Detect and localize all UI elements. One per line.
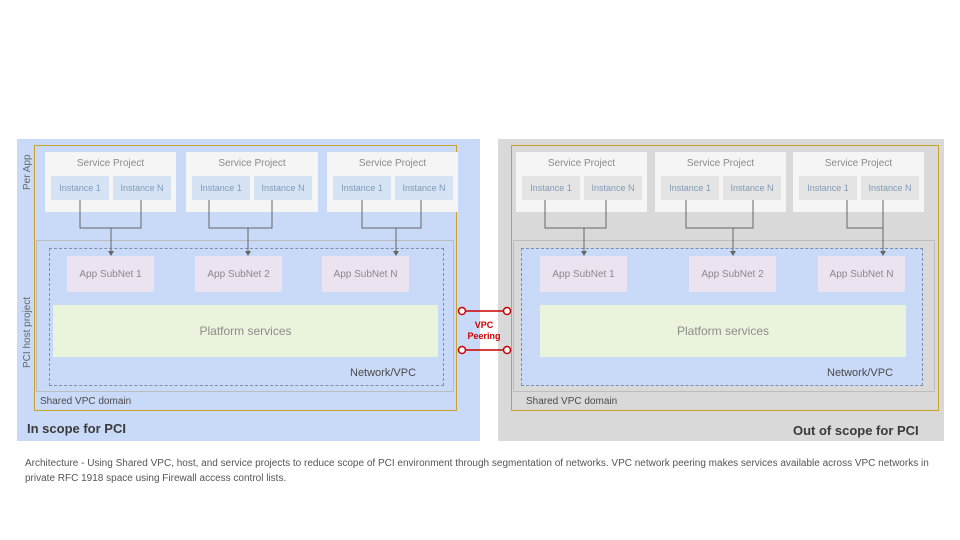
instance-1: Instance 1 xyxy=(192,176,250,200)
network-vpc-label-right: Network/VPC xyxy=(827,367,894,379)
network-vpc-label-left: Network/VPC xyxy=(350,367,417,379)
arrowhead xyxy=(108,251,114,256)
app-subnet-n-right: App SubNet N xyxy=(818,256,905,292)
service-project-left-2: Service Project Instance 1 Instance N xyxy=(186,152,318,212)
app-subnet-1-left: App SubNet 1 xyxy=(67,256,154,292)
service-project-title: Service Project xyxy=(686,158,755,169)
vpc-peering-line1: VPC xyxy=(474,320,494,330)
arrowhead xyxy=(393,251,399,256)
app-subnet-n-left: App SubNet N xyxy=(322,256,409,292)
peering-endpoint xyxy=(502,306,512,316)
network-vpc-left xyxy=(49,248,444,386)
instance-n: Instance N xyxy=(254,176,312,200)
peering-endpoint xyxy=(457,306,467,316)
shared-vpc-domain-label-right: Shared VPC domain xyxy=(526,396,618,407)
diagram-caption: Architecture - Using Shared VPC, host, a… xyxy=(25,458,929,484)
instance-n: Instance N xyxy=(395,176,453,200)
app-subnet-2-left: App SubNet 2 xyxy=(195,256,282,292)
instance-n: Instance N xyxy=(113,176,171,200)
instance-1: Instance 1 xyxy=(661,176,719,200)
arrowhead xyxy=(581,251,587,256)
service-project-title: Service Project xyxy=(218,158,286,169)
connector xyxy=(361,200,422,229)
host-project-box-left xyxy=(36,240,454,392)
app-subnet-2-right: App SubNet 2 xyxy=(689,256,776,292)
out-of-scope-label: Out of scope for PCI xyxy=(793,423,919,438)
instance-n: Instance N xyxy=(861,176,919,200)
instance-n: Instance N xyxy=(584,176,642,200)
service-project-left-1: Service Project Instance 1 Instance N xyxy=(45,152,176,212)
in-scope-label: In scope for PCI xyxy=(27,421,126,436)
instance-1: Instance 1 xyxy=(51,176,109,200)
peering-endpoint xyxy=(457,345,467,355)
app-subnet-1-right: App SubNet 1 xyxy=(540,256,627,292)
service-project-left-3: Service Project Instance 1 Instance N xyxy=(327,152,458,212)
arrowhead xyxy=(245,251,251,256)
service-project-right-1: Service Project Instance 1 Instance N xyxy=(516,152,647,212)
host-project-box-right xyxy=(513,240,935,392)
instance-n: Instance N xyxy=(723,176,781,200)
vpc-peering-label: VPC Peering xyxy=(459,320,509,342)
service-project-title: Service Project xyxy=(824,158,893,169)
service-project-title: Service Project xyxy=(547,158,616,169)
peering-endpoint xyxy=(502,345,512,355)
platform-services-right: Platform services xyxy=(540,305,906,357)
connector xyxy=(685,200,754,229)
shared-vpc-domain-label-left: Shared VPC domain xyxy=(40,396,132,407)
shared-vpc-domain-right xyxy=(511,145,939,411)
arrowhead xyxy=(730,251,736,256)
connector xyxy=(208,200,273,229)
instance-1: Instance 1 xyxy=(522,176,580,200)
service-project-title: Service Project xyxy=(76,158,145,169)
service-project-right-2: Service Project Instance 1 Instance N xyxy=(655,152,786,212)
instance-1: Instance 1 xyxy=(333,176,391,200)
connector xyxy=(79,200,142,229)
shared-vpc-domain-left xyxy=(34,145,457,411)
service-project-title: Service Project xyxy=(358,158,427,169)
arrowhead xyxy=(880,251,886,256)
instance-1: Instance 1 xyxy=(799,176,857,200)
vpc-peering-line2: Peering xyxy=(467,331,501,341)
connector xyxy=(846,200,884,229)
platform-services-left: Platform services xyxy=(53,305,438,357)
connector xyxy=(544,200,607,229)
service-project-right-3: Service Project Instance 1 Instance N xyxy=(793,152,924,212)
